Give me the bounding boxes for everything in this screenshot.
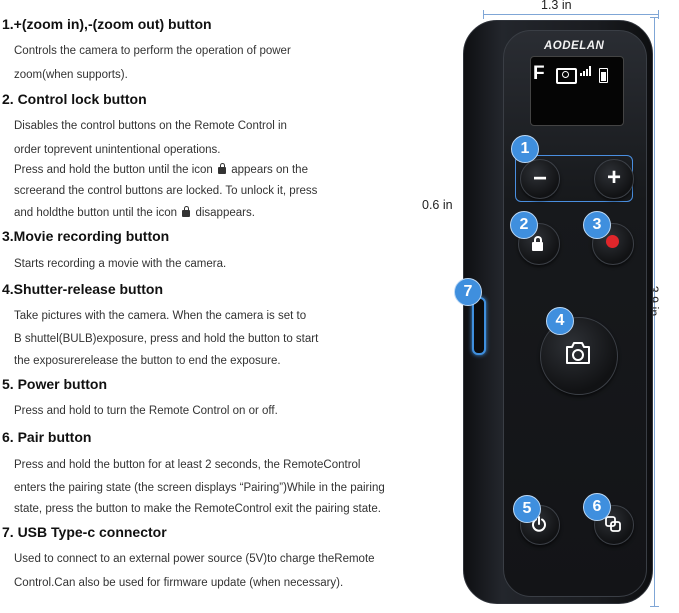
callout-badge-5: 5	[513, 495, 541, 523]
usb-c-port	[472, 297, 486, 355]
section-title-power: 5. Power button	[2, 376, 107, 392]
callout-badge-4: 4	[546, 307, 574, 335]
section-title-zoom: 1.+(zoom in),-(zoom out) button	[2, 16, 212, 32]
section-line: the exposurerelease the button to end th…	[14, 355, 281, 367]
height-dimension-tick	[650, 606, 659, 607]
callout-badge-7: 7	[454, 278, 482, 306]
minus-icon: −	[532, 165, 547, 192]
lock-icon	[218, 163, 227, 174]
section-line: Press and hold the button for at least 2…	[14, 459, 361, 471]
screen-mode-label: F	[533, 63, 545, 84]
section-line: order toprevent unintentional operations…	[14, 144, 221, 156]
plus-icon: +	[606, 164, 621, 191]
section-line: zoom(when supports).	[14, 69, 128, 81]
section-title-movie: 3.Movie recording button	[2, 228, 170, 244]
section-line: Controls the camera to perform the opera…	[14, 45, 291, 57]
width-dimension-tick	[483, 10, 484, 19]
zoom-out-button[interactable]: −	[520, 159, 560, 199]
zoom-in-button[interactable]: +	[594, 159, 634, 199]
section-title-pair: 6. Pair button	[2, 429, 92, 445]
height-dimension-tick	[650, 17, 659, 18]
section-line: enters the pairing state (the screen dis…	[14, 482, 385, 494]
section-line: Disables the control buttons on the Remo…	[14, 120, 287, 132]
section-title-usb: 7. USB Type-c connector	[2, 524, 167, 540]
section-line: Used to connect to an external power sou…	[14, 553, 375, 565]
section-line: Take pictures with the camera. When the …	[14, 310, 307, 322]
section-line: screerand the control buttons are locked…	[14, 185, 318, 197]
section-line: and holdthe button until the icon disapp…	[14, 206, 255, 219]
section-line: Starts recording a movie with the camera…	[14, 258, 227, 270]
height-dimension-line	[654, 17, 655, 607]
callout-badge-1: 1	[511, 135, 539, 163]
width-dimension-line	[483, 14, 659, 15]
width-label: 1.3 in	[541, 0, 572, 12]
signal-icon	[580, 66, 592, 76]
section-title-lock: 2. Control lock button	[2, 91, 147, 107]
battery-icon	[599, 68, 608, 83]
section-line: Press and hold the button until the icon…	[14, 163, 308, 176]
depth-label: 0.6 in	[422, 198, 453, 212]
brand-logo: AODELAN	[544, 40, 605, 52]
shutter-camera-icon	[566, 342, 590, 364]
camera-icon	[556, 68, 577, 84]
section-title-shutter: 4.Shutter-release button	[2, 281, 164, 297]
lock-icon	[532, 236, 543, 251]
width-dimension-tick	[658, 10, 659, 19]
callout-badge-3: 3	[583, 211, 611, 239]
record-dot-icon	[606, 235, 619, 248]
section-line: Press and hold to turn the Remote Contro…	[14, 405, 278, 417]
pair-icon	[605, 516, 621, 532]
section-line: Control.Can also be used for firmware up…	[14, 577, 344, 589]
callout-badge-2: 2	[510, 211, 538, 239]
section-line: state, press the button to make the Remo…	[14, 503, 381, 515]
section-line: B shuttel(BULB)exposure, press and hold …	[14, 333, 319, 345]
device-screen	[530, 56, 624, 126]
lock-icon	[182, 206, 191, 217]
callout-badge-6: 6	[583, 493, 611, 521]
power-icon	[532, 516, 546, 532]
